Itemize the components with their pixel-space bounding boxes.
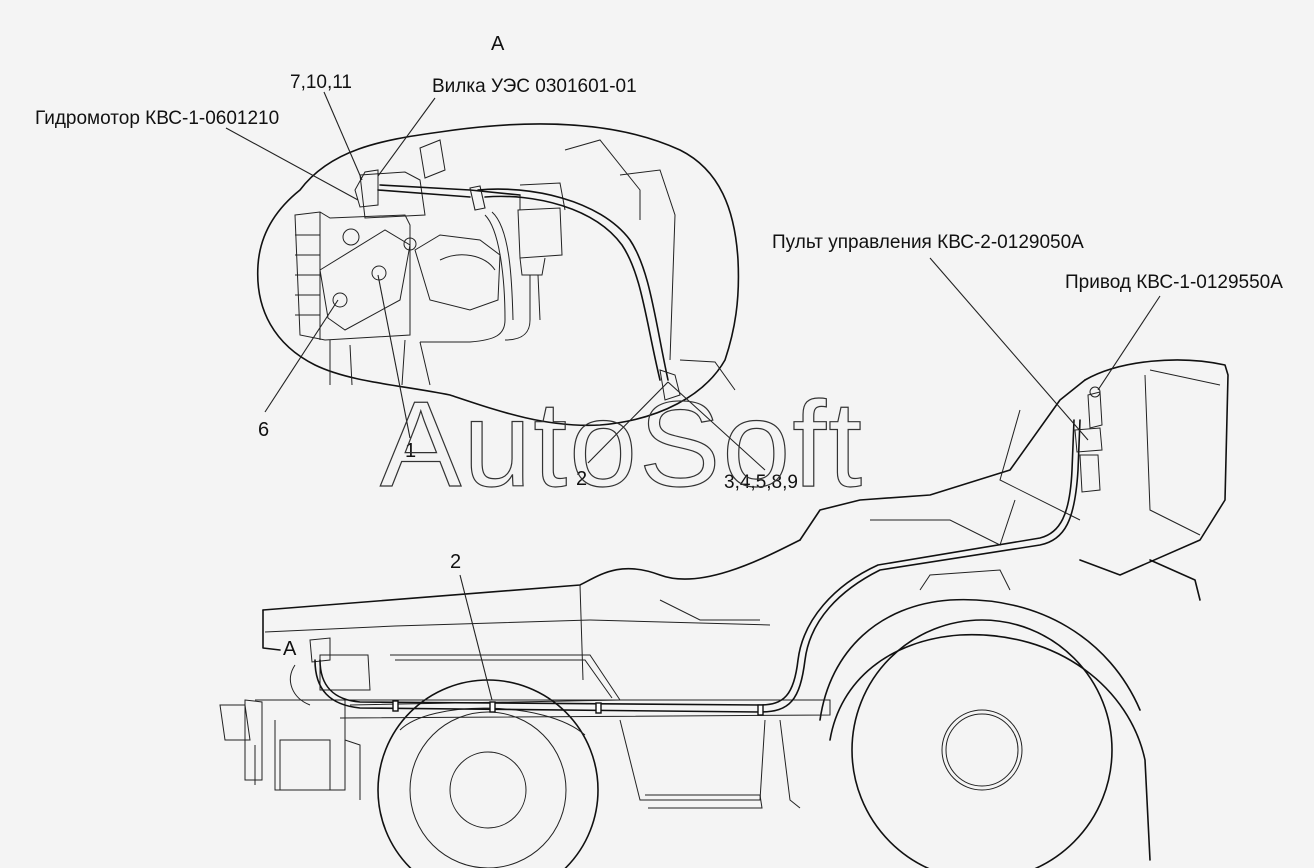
callout-2-detail: 2 <box>576 468 587 490</box>
main-leader-lines <box>459 257 1161 701</box>
callout-1: 1 <box>405 440 416 462</box>
callout-drive: Привод КВС-1-0129550А <box>1065 272 1283 293</box>
callout-6: 6 <box>258 419 269 441</box>
callout-hydromotor: Гидромотор КВС-1-0601210 <box>35 108 279 129</box>
detail-leader-lines <box>225 91 766 471</box>
callout-control-panel: Пульт управления КВС-2-0129050А <box>772 232 1084 253</box>
view-title: A <box>491 33 505 55</box>
callout-2-main: 2 <box>450 551 461 573</box>
callout-fork: Вилка УЭС 0301601-01 <box>432 76 637 97</box>
tractor-view <box>219 359 1229 868</box>
view-marker-a: A <box>283 638 297 660</box>
detail-view-a <box>256 123 740 427</box>
callout-7-10-11: 7,10,11 <box>290 72 352 93</box>
callout-3-4-5-8-9: 3,4,5,8,9 <box>724 472 798 493</box>
watermark: AutoSoft <box>380 376 864 512</box>
